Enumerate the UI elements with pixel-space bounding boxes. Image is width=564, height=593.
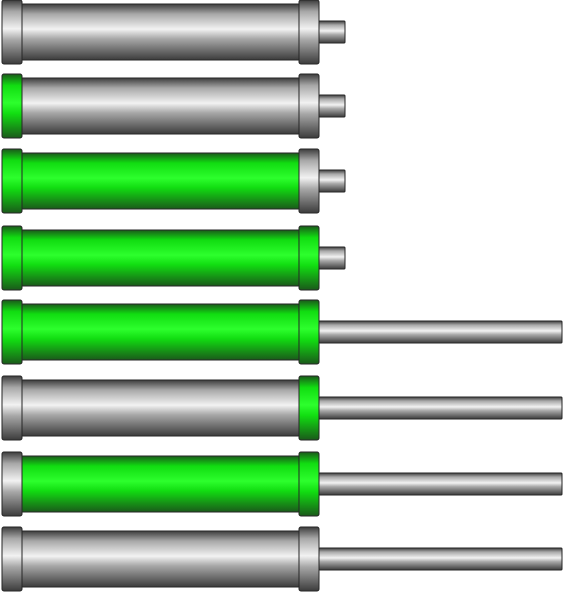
cylinder-7 — [1, 451, 563, 517]
piston-rod — [318, 547, 563, 571]
piston-rod — [318, 94, 346, 118]
front-end-cap — [298, 451, 320, 517]
cylinder-barrel — [21, 303, 300, 361]
piston-rod — [318, 396, 563, 420]
piston-rod — [318, 20, 346, 44]
cylinder-8 — [1, 526, 563, 592]
rear-end-cap — [1, 73, 23, 139]
cylinder-barrel — [21, 379, 300, 437]
rear-end-cap — [1, 299, 23, 365]
front-end-cap — [298, 148, 320, 214]
cylinder-barrel — [21, 229, 300, 287]
rear-end-cap — [1, 0, 23, 65]
piston-rod — [318, 472, 563, 496]
piston-rod — [318, 246, 346, 270]
cylinder-2 — [1, 73, 346, 139]
cylinder-barrel — [21, 77, 300, 135]
front-end-cap — [298, 225, 320, 291]
rear-end-cap — [1, 375, 23, 441]
rear-end-cap — [1, 526, 23, 592]
front-end-cap — [298, 73, 320, 139]
cylinder-4 — [1, 225, 346, 291]
cylinder-5 — [1, 299, 563, 365]
rear-end-cap — [1, 148, 23, 214]
cylinder-3 — [1, 148, 346, 214]
cylinder-6 — [1, 375, 563, 441]
front-end-cap — [298, 526, 320, 592]
piston-rod — [318, 320, 563, 344]
cylinder-barrel — [21, 530, 300, 588]
rear-end-cap — [1, 225, 23, 291]
cylinder-barrel — [21, 3, 300, 61]
cylinder-barrel — [21, 455, 300, 513]
front-end-cap — [298, 299, 320, 365]
cylinder-1 — [1, 0, 346, 65]
front-end-cap — [298, 375, 320, 441]
piston-rod — [318, 169, 346, 193]
front-end-cap — [298, 0, 320, 65]
cylinder-barrel — [21, 152, 300, 210]
rear-end-cap — [1, 451, 23, 517]
